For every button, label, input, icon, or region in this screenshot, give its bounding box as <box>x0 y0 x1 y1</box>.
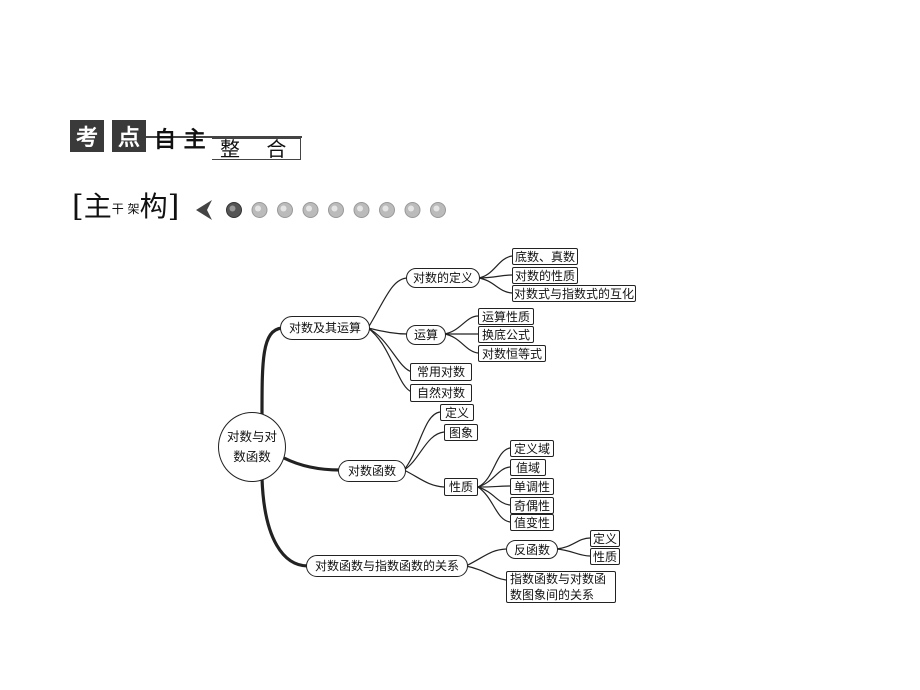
link-b3-rel <box>465 565 507 581</box>
link-op-c3 <box>443 333 479 354</box>
node-log-and-ops: 对数及其运算 <box>280 316 370 340</box>
link-prop-c4 <box>477 486 511 506</box>
progress-dot-highlight <box>433 205 440 212</box>
node-fn-graph: 图象 <box>444 424 478 441</box>
node-fn-definition: 定义 <box>440 404 474 421</box>
slide-progress-nav <box>196 200 446 220</box>
progress-dot-highlight <box>382 205 389 212</box>
node-op-properties: 运算性质 <box>478 308 534 325</box>
title-small-chars: 干 架 <box>111 202 140 216</box>
link-root-b3 <box>260 477 309 568</box>
badge-char-dian: 点 <box>112 120 146 152</box>
progress-dot-highlight <box>255 205 261 212</box>
arrow-left-icon[interactable] <box>196 200 212 220</box>
node-log-exp-relation: 对数函数与指数函数的关系 <box>306 555 468 577</box>
node-inv-definition: 定义 <box>590 530 620 547</box>
node-graph-relation: 指数函数与对数函数图象间的关系 <box>506 571 616 603</box>
node-base-argument: 底数、真数 <box>512 248 578 265</box>
node-log-identity: 对数恒等式 <box>478 345 546 362</box>
node-fn-properties: 性质 <box>444 478 478 496</box>
progress-dot-highlight <box>229 205 236 212</box>
node-inverse-function: 反函数 <box>506 540 558 559</box>
link-b1-op <box>367 327 409 335</box>
title-last-char: 构 <box>139 190 168 223</box>
header-subtitle-strip <box>212 138 301 160</box>
link-prop-c2 <box>477 466 511 488</box>
link-b2-graph <box>403 431 445 471</box>
link-b3-inv <box>465 548 507 567</box>
progress-dot-highlight <box>306 205 312 212</box>
badge-char-zizhu: 自 主 <box>154 127 206 153</box>
bracket-open: [ <box>72 189 84 224</box>
node-domain: 定义域 <box>510 440 554 457</box>
link-def-c3 <box>477 277 513 294</box>
progress-dot-highlight <box>331 205 338 212</box>
node-range: 值域 <box>510 459 546 476</box>
link-b1-def <box>367 277 409 329</box>
node-log-function: 对数函数 <box>338 460 406 482</box>
link-def-c1 <box>477 255 513 279</box>
link-b1-common <box>367 327 413 373</box>
title-main-char: 主 <box>83 190 112 223</box>
link-op-c1 <box>443 315 479 335</box>
progress-dot-highlight <box>280 205 287 212</box>
node-log-definition: 对数的定义 <box>406 268 480 288</box>
node-operations: 运算 <box>406 325 446 345</box>
badge-char-kao: 考 <box>70 120 104 152</box>
link-b2-def <box>403 411 441 471</box>
link-def-c2 <box>477 274 513 279</box>
section-header-badge: 考 点 自 主 整 合 <box>70 120 302 161</box>
link-root-b1 <box>260 326 283 417</box>
link-inv-c1 <box>555 537 591 550</box>
mindmap-root-node: 对数与对数函数 <box>218 412 286 482</box>
link-b2-prop <box>403 469 445 488</box>
header-rule <box>146 136 302 138</box>
progress-dot-highlight <box>357 205 363 212</box>
node-change-of-base: 换底公式 <box>478 326 534 343</box>
node-parity: 奇偶性 <box>510 497 554 514</box>
node-inv-properties: 性质 <box>590 548 620 565</box>
link-b1-natural <box>367 327 413 393</box>
progress-dot-highlight <box>408 205 414 212</box>
node-log-exp-conversion: 对数式与指数式的互化 <box>512 285 636 302</box>
link-root-b2 <box>283 456 341 472</box>
link-inv-c2 <box>555 548 591 557</box>
section-title: [主干 架构] <box>72 190 179 229</box>
node-monotonicity: 单调性 <box>510 478 554 495</box>
link-prop-c3 <box>477 485 511 488</box>
bracket-close: ] <box>167 189 180 224</box>
node-natural-log: 自然对数 <box>410 384 472 402</box>
node-log-properties: 对数的性质 <box>512 267 578 284</box>
link-prop-c5 <box>477 486 511 523</box>
node-common-log: 常用对数 <box>410 363 472 381</box>
header-subtitle: 整 合 <box>220 137 297 161</box>
link-prop-c1 <box>477 447 511 488</box>
node-value-change: 值变性 <box>510 514 554 531</box>
